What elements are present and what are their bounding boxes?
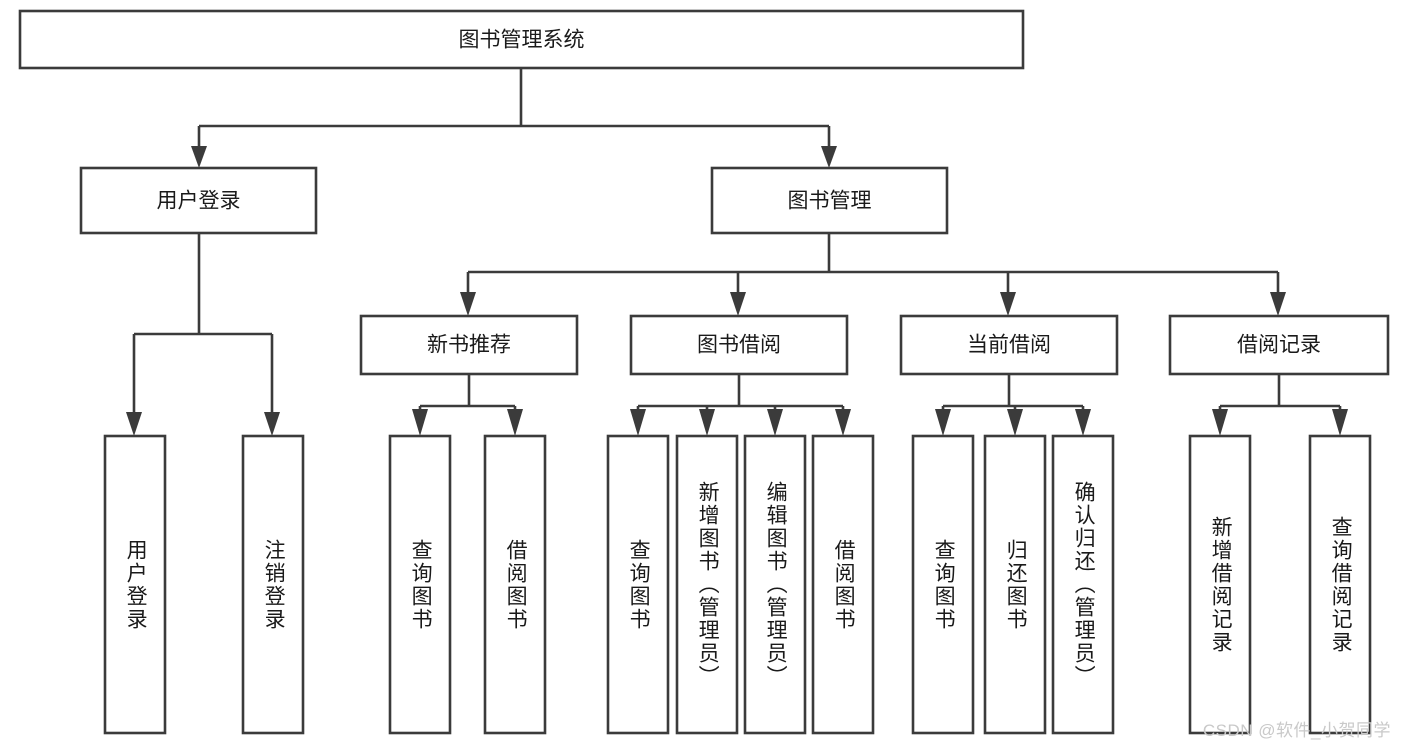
node-root[interactable]: 图书管理系统 xyxy=(18,9,1025,70)
leaf-boxes xyxy=(103,434,1372,735)
user-login-box[interactable] xyxy=(79,166,318,235)
leaf-box-borrow-book-1[interactable] xyxy=(483,434,547,735)
node-book-borrow[interactable]: 图书借阅 xyxy=(629,314,849,376)
node-borrow-record[interactable]: 借阅记录 xyxy=(1168,314,1390,376)
leaf-box-confirm-return[interactable] xyxy=(1051,434,1115,735)
node-new-book-recommend[interactable]: 新书推荐 xyxy=(359,314,579,376)
book-borrow-label: 图书借阅 xyxy=(697,334,781,357)
leaf-box-add-record[interactable] xyxy=(1188,434,1252,735)
new-book-recommend-label: 新书推荐 xyxy=(427,334,511,357)
new-book-recommend-box[interactable] xyxy=(359,314,579,376)
connector-borrow-record-to-leaves xyxy=(1212,374,1348,436)
node-book-manage[interactable]: 图书管理 xyxy=(710,166,949,235)
leaf-box-query-book-3[interactable] xyxy=(911,434,975,735)
connector-book-manage-to-level3 xyxy=(460,233,1286,316)
node-current-borrow[interactable]: 当前借阅 xyxy=(899,314,1119,376)
leaf-box-borrow-book-2[interactable] xyxy=(811,434,875,735)
leaf-box-query-book-1[interactable] xyxy=(388,434,452,735)
connector-root-to-level2 xyxy=(191,68,837,168)
borrow-record-label: 借阅记录 xyxy=(1237,334,1321,357)
leaf-box-query-record[interactable] xyxy=(1308,434,1372,735)
user-login-label: 用户登录 xyxy=(157,190,241,213)
leaf-box-logout[interactable] xyxy=(241,434,305,735)
current-borrow-box[interactable] xyxy=(899,314,1119,376)
book-manage-label: 图书管理 xyxy=(788,190,872,213)
csdn-watermark: CSDN @软件_小贺同学 xyxy=(1202,721,1391,740)
connector-new-book-recommend-to-leaves xyxy=(412,374,523,436)
leaf-box-user-login[interactable] xyxy=(103,434,167,735)
root-label: 图书管理系统 xyxy=(459,29,585,52)
node-user-login[interactable]: 用户登录 xyxy=(79,166,318,235)
root-box[interactable] xyxy=(18,9,1025,70)
leaf-box-query-book-2[interactable] xyxy=(606,434,670,735)
leaf-box-edit-book[interactable] xyxy=(743,434,807,735)
connector-book-borrow-to-leaves xyxy=(630,374,851,436)
leaf-box-return-book[interactable] xyxy=(983,434,1047,735)
connector-current-borrow-to-leaves xyxy=(935,374,1091,436)
leaf-box-add-book[interactable] xyxy=(675,434,739,735)
connector-user-login-to-leaves xyxy=(126,233,280,436)
current-borrow-label: 当前借阅 xyxy=(967,334,1051,357)
